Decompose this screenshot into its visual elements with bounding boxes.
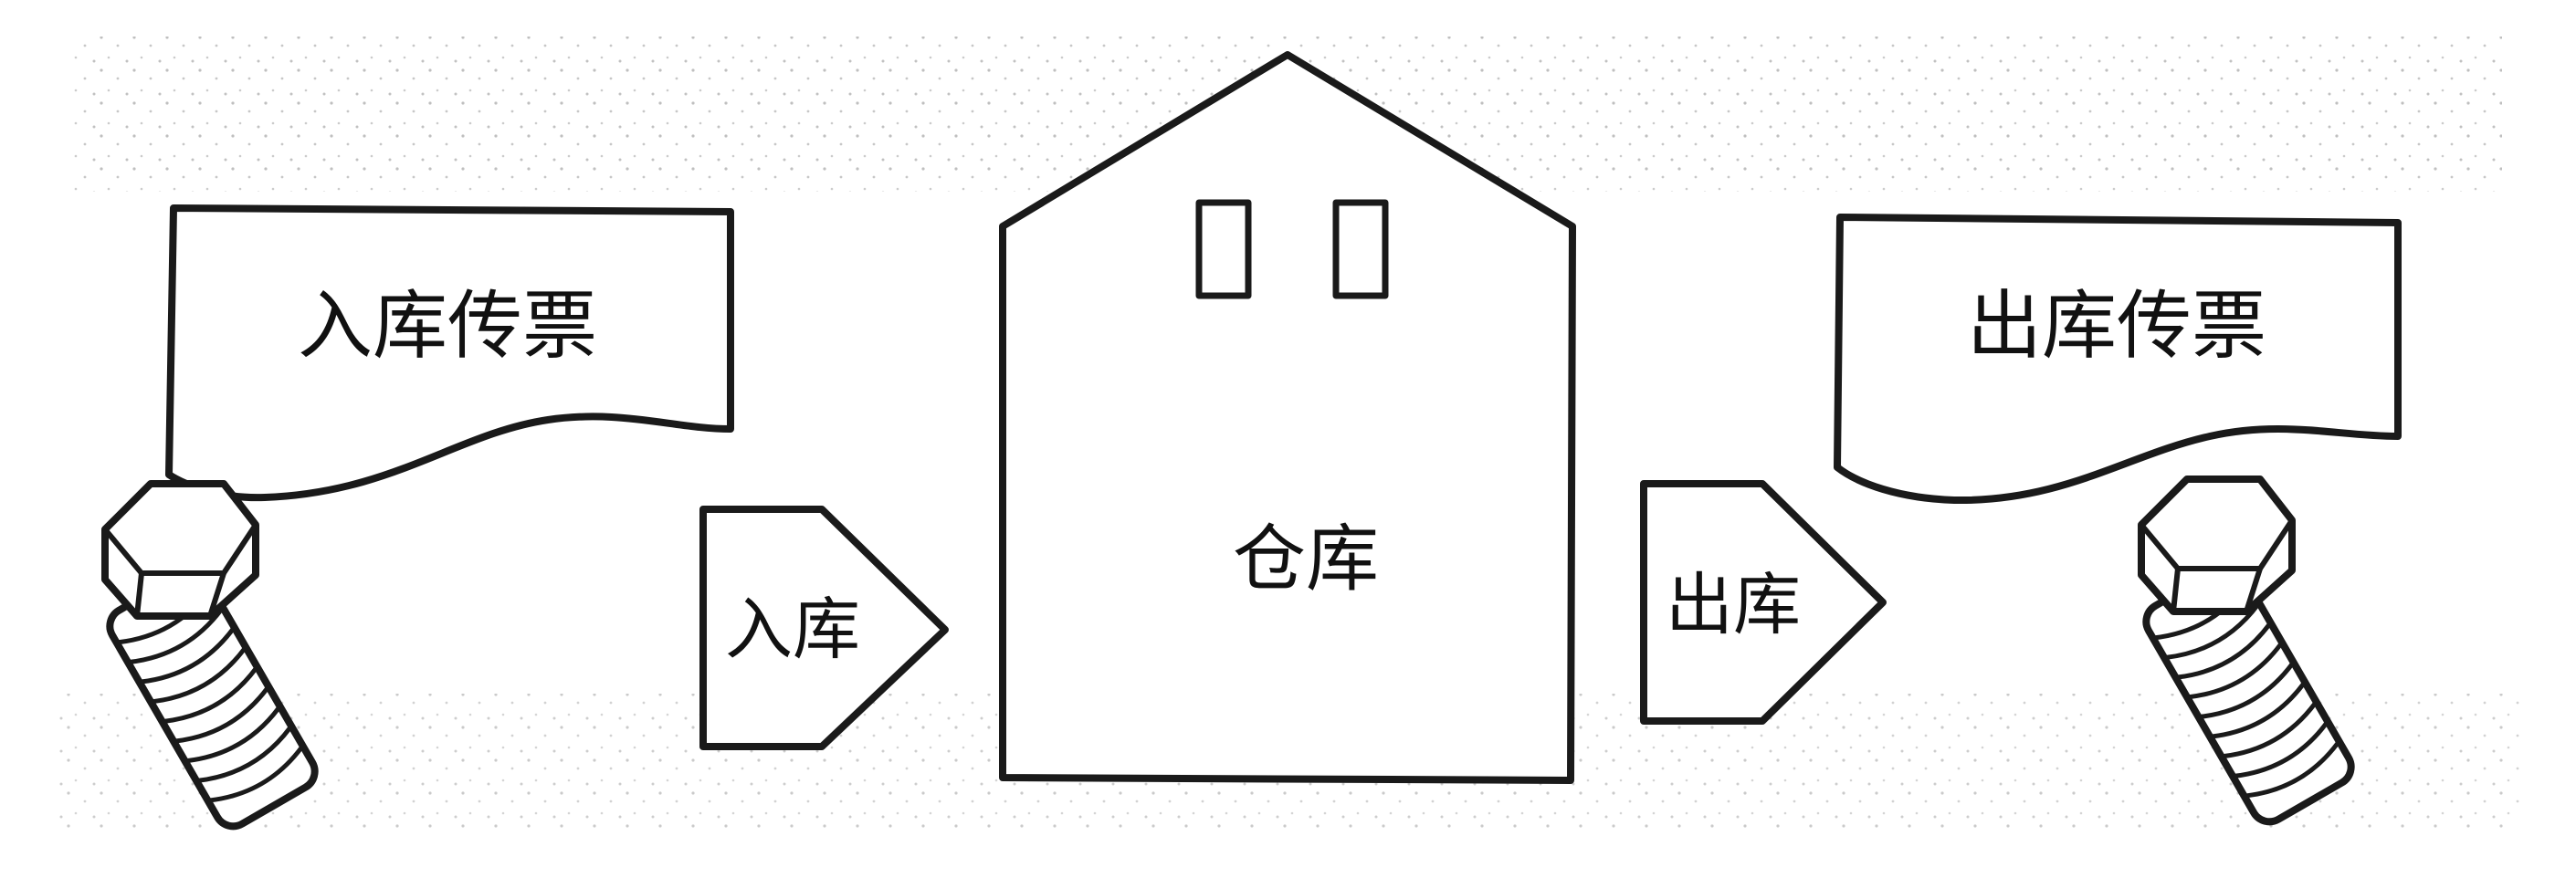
out-slip-card: 出库传票 bbox=[1834, 214, 2402, 505]
out-arrow-label: 出库 bbox=[1666, 566, 1801, 644]
warehouse-building: 仓库 bbox=[999, 51, 1576, 784]
out-arrow: 出库 bbox=[1640, 480, 1887, 725]
in-slip-label: 入库传票 bbox=[298, 283, 597, 370]
warehouse-label: 仓库 bbox=[1233, 517, 1379, 601]
warehouse-window-left bbox=[1195, 199, 1252, 299]
warehouse-window-right bbox=[1332, 199, 1389, 299]
out-slip-label: 出库传票 bbox=[1967, 283, 2266, 370]
in-slip-card: 入库传票 bbox=[165, 204, 734, 502]
in-arrow: 入库 bbox=[699, 506, 949, 750]
in-arrow-label: 入库 bbox=[725, 591, 860, 669]
